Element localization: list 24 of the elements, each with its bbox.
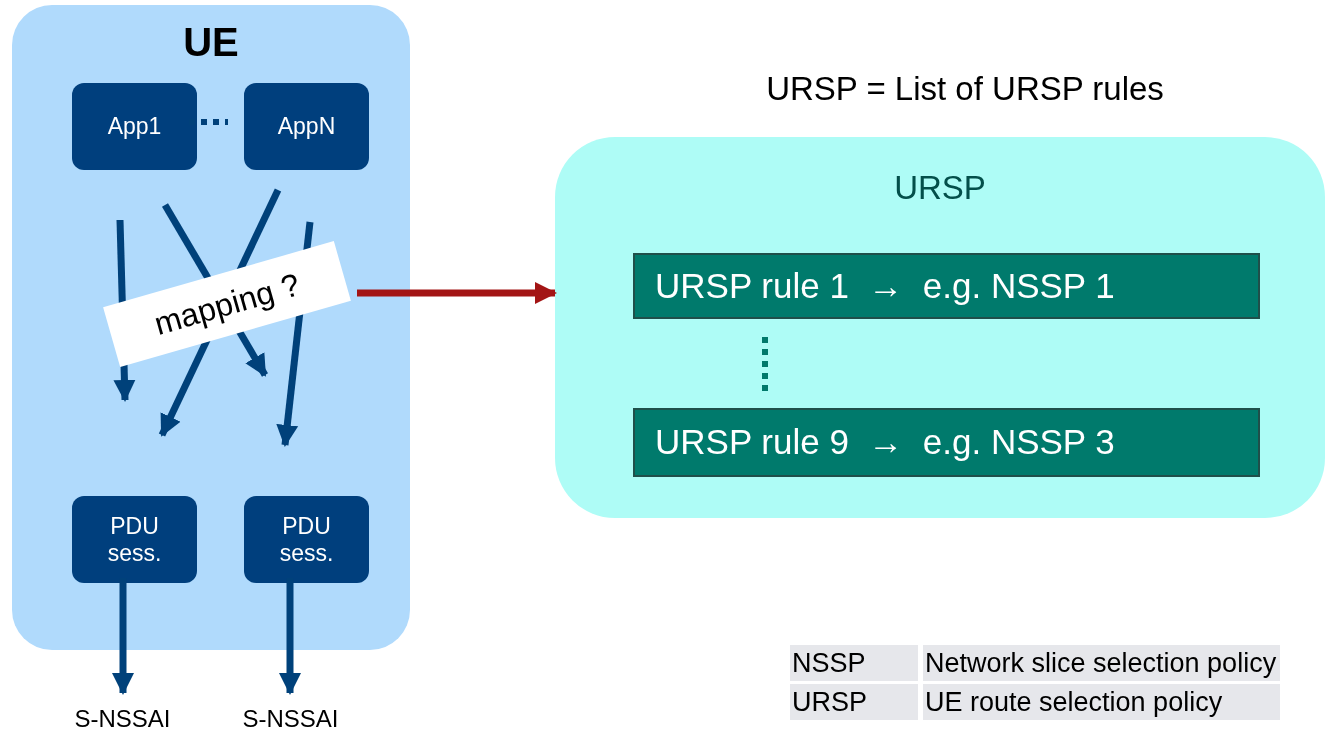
container-heading: URSP — [894, 169, 986, 207]
abbreviation-cell: NSSP — [790, 645, 918, 681]
node-label: PDU sess. — [278, 513, 335, 566]
process-box — [72, 83, 197, 170]
process-box — [244, 496, 369, 583]
process-box — [244, 83, 369, 170]
device-container — [12, 5, 410, 650]
container-heading: UE — [183, 19, 239, 65]
node-label: App1 — [107, 113, 162, 140]
node-label: URSP rule 9 → e.g. NSSP 3 — [655, 422, 1115, 463]
node-label: AppN — [277, 113, 336, 140]
node-label: URSP rule 1 → e.g. NSSP 1 — [655, 265, 1115, 307]
heading: URSP = List of URSP rules — [765, 70, 1165, 108]
node-label: mapping ? — [150, 265, 304, 343]
output-label: S-NSSAI — [242, 705, 339, 733]
abbreviation-cell: URSP — [790, 684, 918, 720]
definition-cell: UE route selection policy — [923, 684, 1281, 720]
rule-bar — [633, 408, 1260, 477]
rule-bar — [633, 253, 1260, 319]
definition-cell: Network slice selection policy — [923, 645, 1281, 681]
node-label: PDU sess. — [106, 513, 163, 566]
output-label: S-NSSAI — [74, 705, 171, 733]
policy-container — [555, 137, 1325, 518]
process-box — [72, 496, 197, 583]
